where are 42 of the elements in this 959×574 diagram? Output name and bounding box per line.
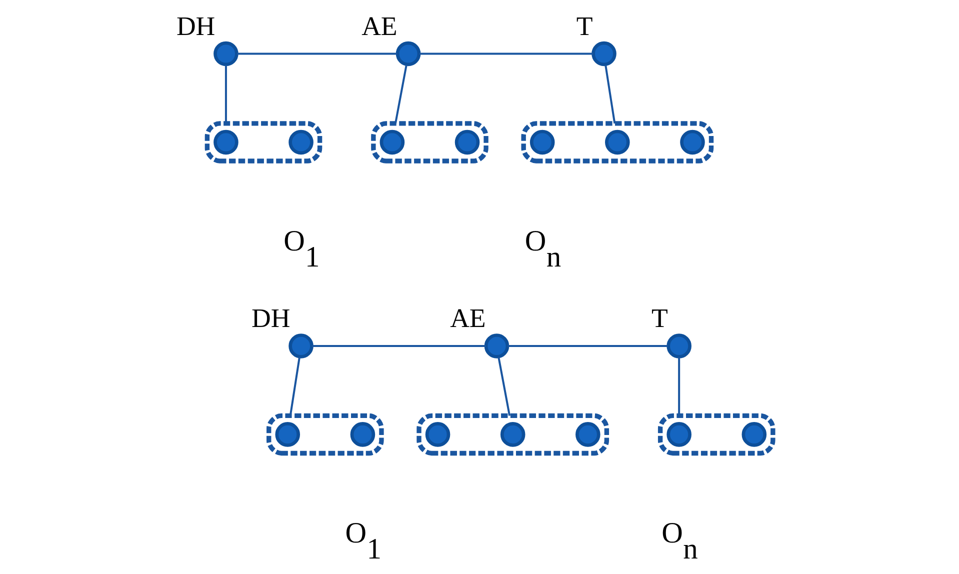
connector (236, 52, 396, 55)
node-label: DH (251, 303, 290, 334)
node-circle (424, 422, 450, 447)
cluster (520, 121, 714, 164)
node-circle (666, 334, 691, 358)
node-circle (350, 422, 375, 447)
connector (507, 344, 668, 347)
connector (394, 64, 407, 124)
node-circle (484, 334, 509, 358)
node-label: T (576, 10, 592, 41)
node-circle (395, 41, 420, 66)
node-label: DH (176, 10, 215, 41)
node-circle (666, 422, 691, 447)
node-circle (604, 130, 630, 155)
node-circle (379, 130, 404, 155)
node-circle (274, 422, 300, 447)
node-circle (741, 422, 766, 447)
node-label: AE (361, 10, 397, 41)
cluster (416, 413, 609, 456)
connector (288, 357, 300, 416)
cluster (266, 413, 384, 456)
connector (497, 356, 510, 416)
node-circle (213, 41, 238, 66)
connector (678, 357, 680, 416)
node-circle (575, 422, 600, 447)
node-circle (288, 130, 313, 155)
connector (312, 344, 486, 347)
connector (224, 64, 226, 124)
cluster (657, 413, 775, 456)
node-circle (288, 334, 313, 358)
node-label: AE (450, 303, 486, 334)
cluster (204, 121, 322, 164)
node-circle (454, 130, 480, 155)
cluster (370, 121, 488, 164)
node-circle (500, 422, 525, 447)
node-circle (591, 41, 616, 66)
connector (604, 64, 616, 124)
connector (418, 52, 593, 55)
node-circle (529, 130, 554, 155)
node-circle (680, 130, 704, 155)
node-label: T (650, 303, 668, 334)
node-circle (213, 130, 238, 155)
